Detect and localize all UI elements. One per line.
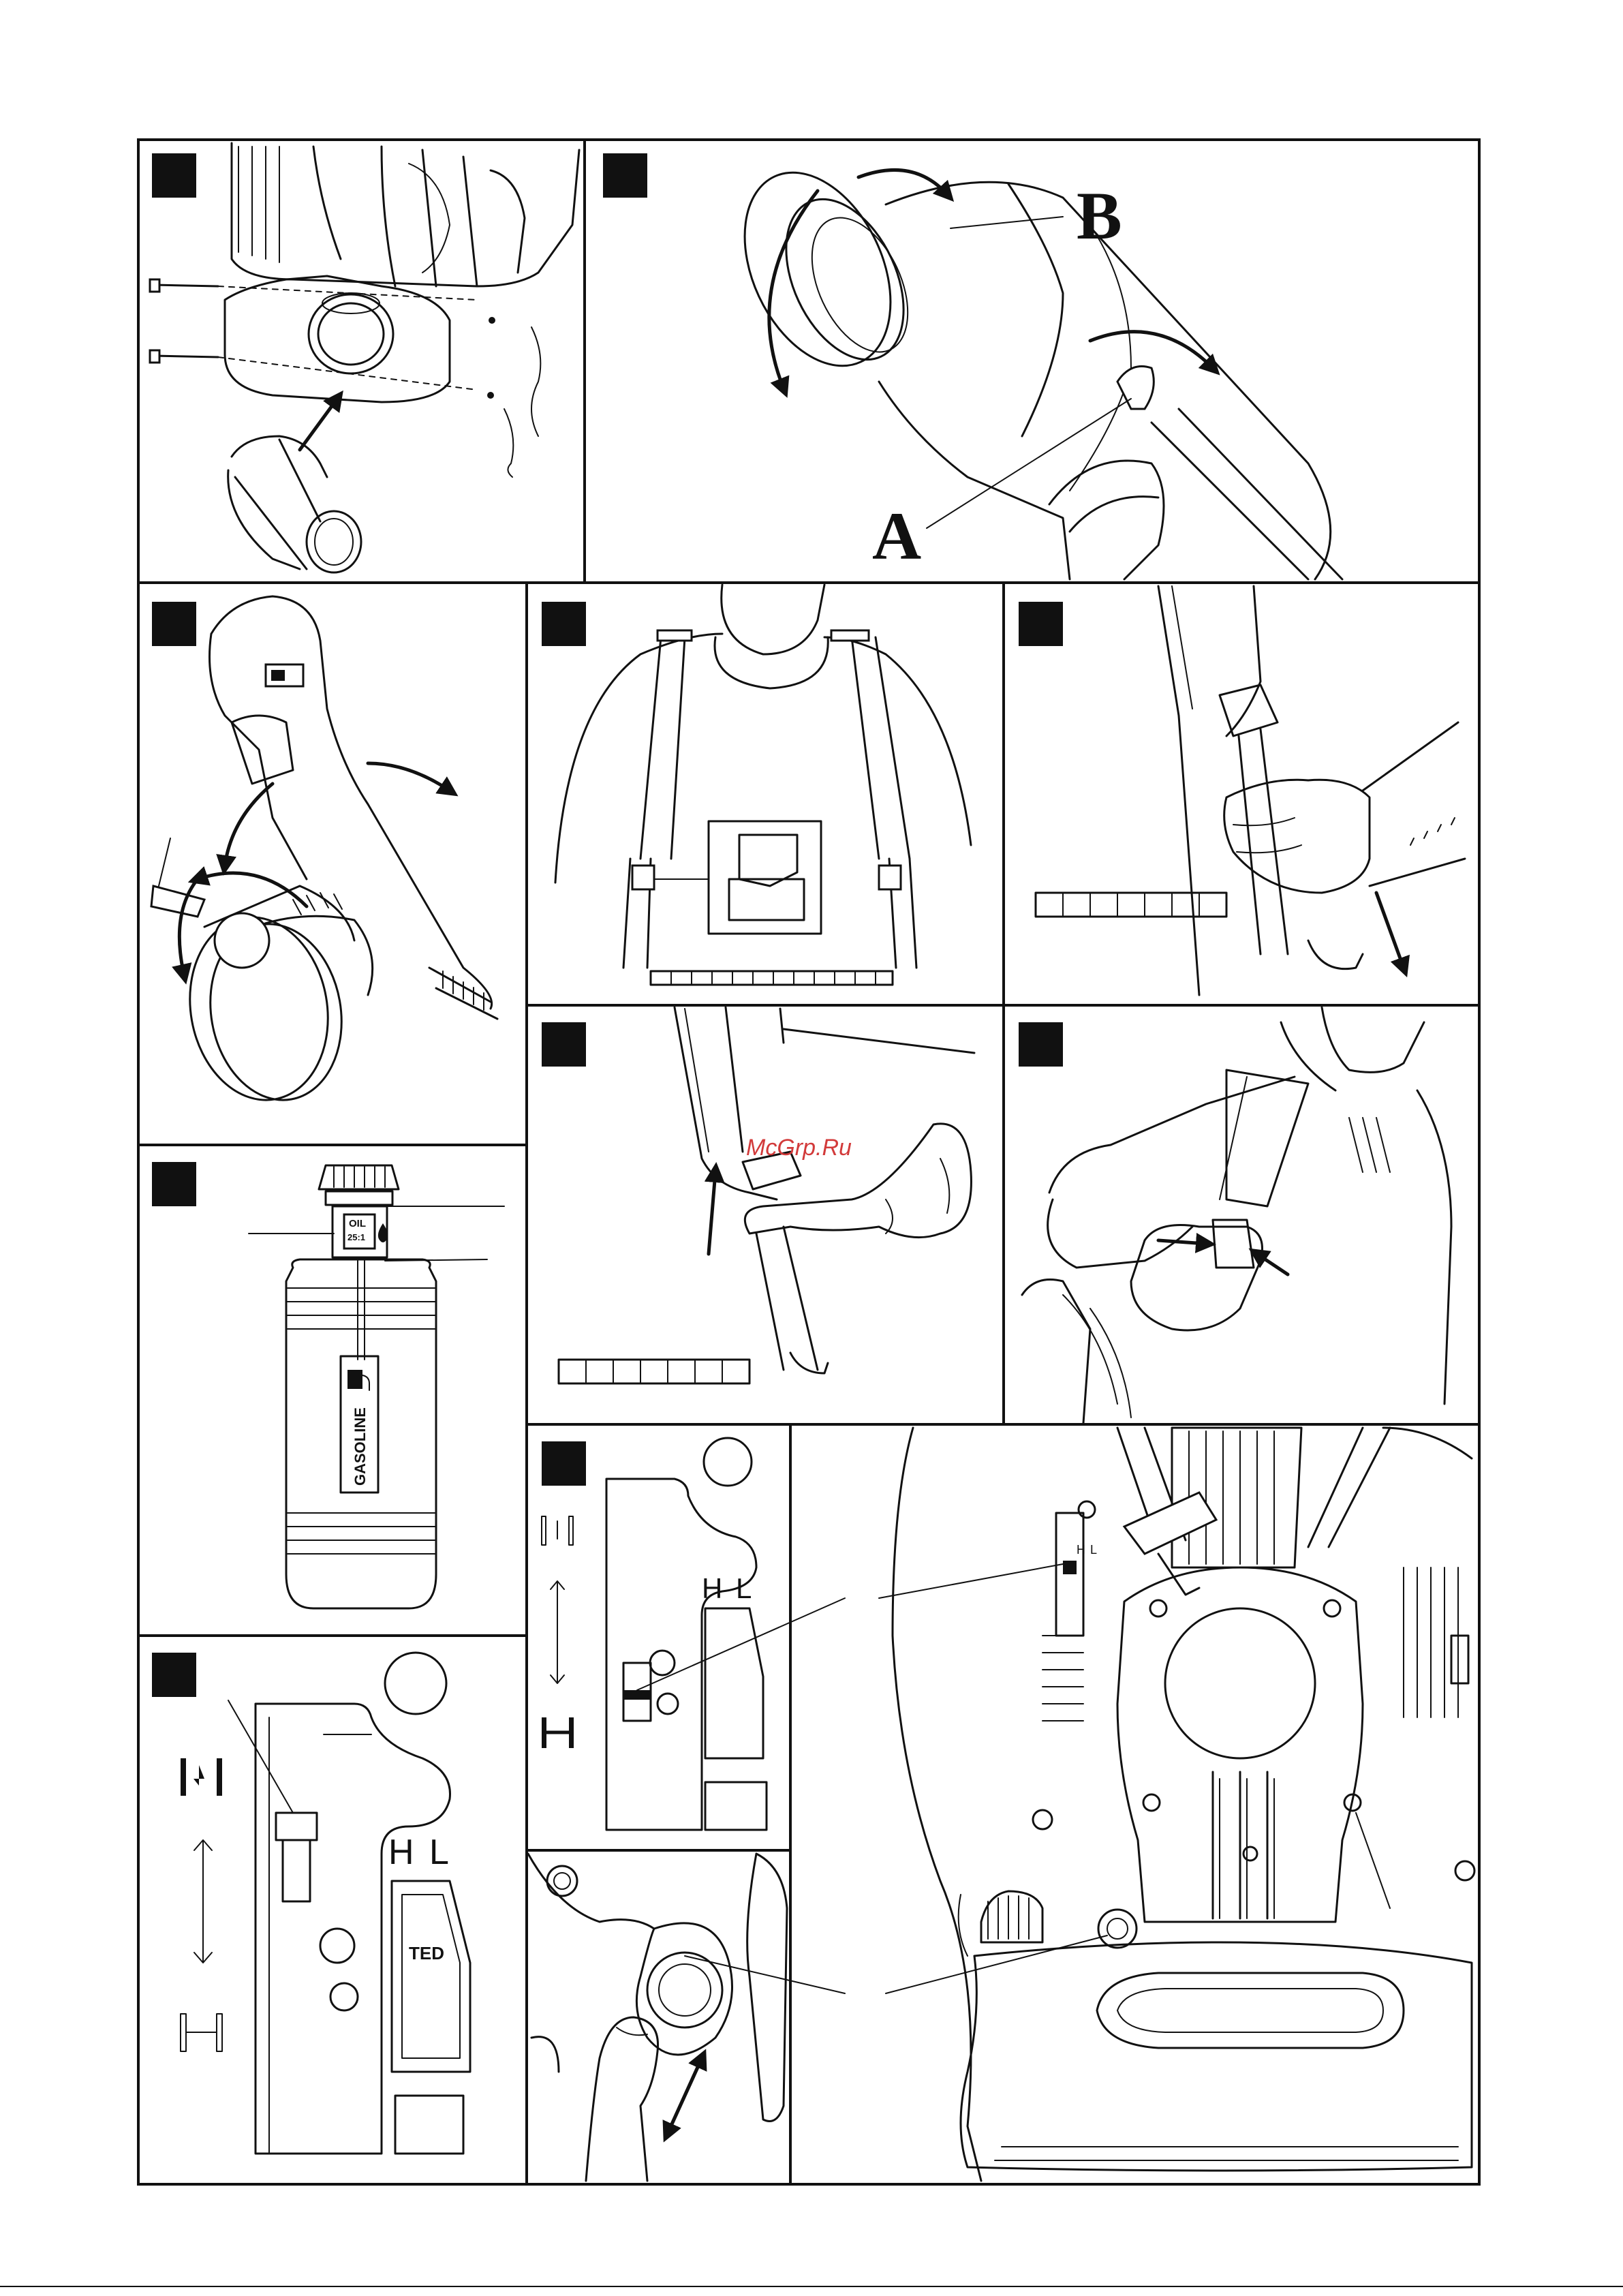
panel-10-choke-detail: H L (527, 1424, 845, 1850)
choke-open-icon (542, 1717, 574, 1748)
low-label: L (736, 1572, 752, 1604)
step-number-box (152, 1162, 196, 1206)
step-number-box (152, 153, 196, 198)
step-number-box (542, 602, 586, 646)
low-label: L (429, 1833, 449, 1872)
choke-open-icon (181, 2014, 222, 2051)
panel-1-blower-mount (138, 140, 585, 583)
choke-closed-icon (542, 1516, 573, 1545)
panel-6-fuel-tank: OIL 25:1 GASOLINE (138, 1145, 527, 1636)
watermark: McGrp.Ru (746, 1135, 852, 1161)
panel-8-buckle-release (1004, 1005, 1479, 1424)
panel-4-harness-front (527, 583, 1004, 1005)
panel-12-engine-back: H L (790, 1424, 1479, 2184)
step-number-box (603, 153, 647, 198)
screw-icon (150, 279, 495, 399)
fuel-pump-icon (347, 1370, 362, 1389)
panel-3-handle-adjust (138, 583, 527, 1145)
panel-2-pipe-joint: B A (585, 140, 1479, 583)
choke-closed-icon (181, 1758, 222, 1796)
label-b: B (1077, 178, 1122, 254)
step-number-box (1019, 602, 1063, 646)
double-arrow-icon (551, 1581, 564, 1683)
panel-5-tighten-strap (1004, 583, 1479, 1005)
panel-9-choke-lever: H L TED (138, 1636, 527, 2184)
step-number-box (152, 602, 196, 646)
label-a: A (872, 498, 921, 574)
step-number-box (542, 1022, 586, 1067)
gasoline-label: GASOLINE (352, 1407, 369, 1486)
oil-label: OIL (349, 1218, 366, 1229)
stamp-label: TED (409, 1943, 444, 1963)
high-label: H (1077, 1543, 1085, 1557)
double-arrow-icon (194, 1840, 212, 1963)
panel-7-strap-slide: McGrp.Ru (527, 1005, 1004, 1424)
panel-11-primer-bulb (527, 1850, 845, 2184)
high-label: H (388, 1833, 414, 1872)
low-label: L (1090, 1543, 1097, 1557)
ratio-label: 25:1 (347, 1232, 365, 1242)
high-label: H (702, 1572, 722, 1604)
step-number-box (1019, 1022, 1063, 1067)
step-number-box (542, 1441, 586, 1486)
step-number-box (152, 1653, 196, 1697)
